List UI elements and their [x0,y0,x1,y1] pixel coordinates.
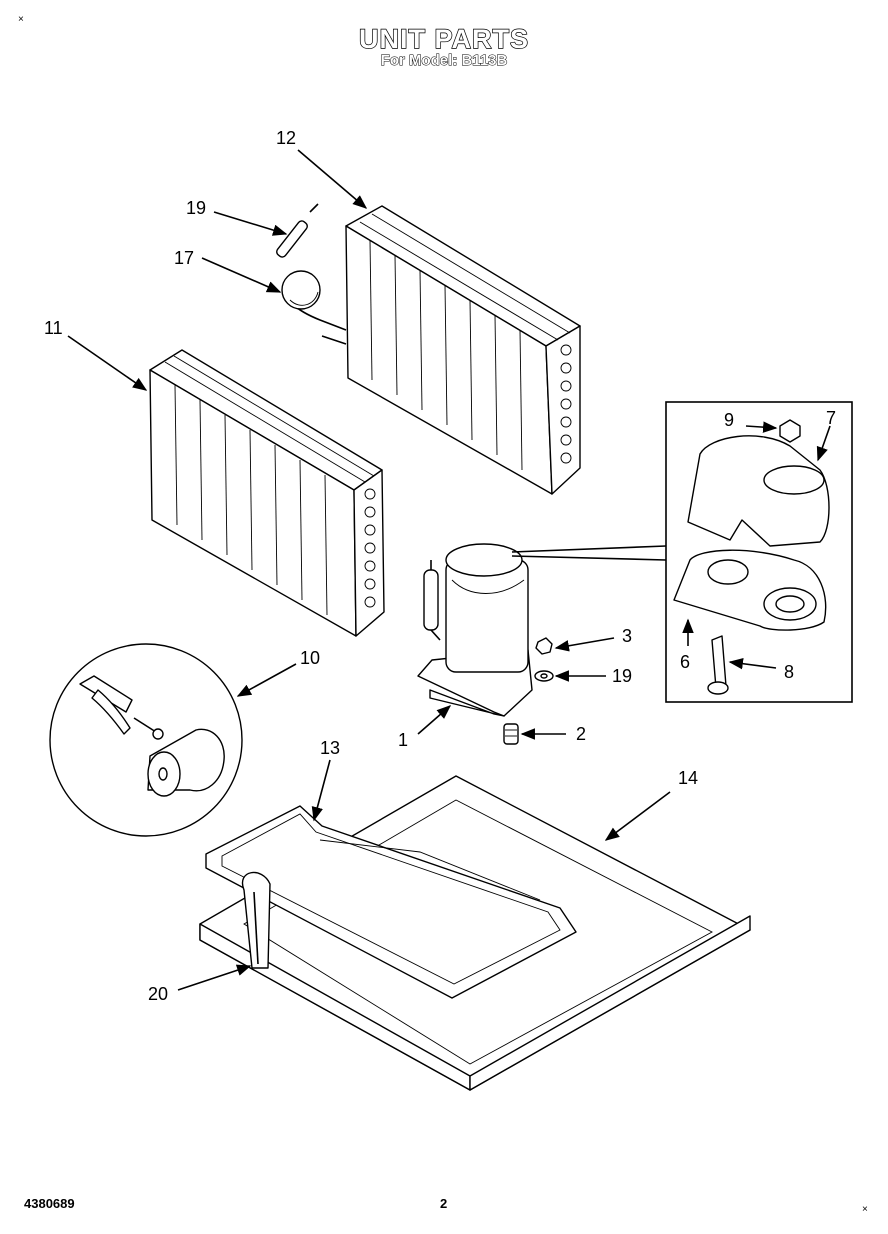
callout-10: 10 [300,648,320,668]
corner-mark-top-left: × [18,14,24,25]
compressor-part [417,543,533,717]
document-number: 4380689 [24,1196,75,1211]
callout-13: 13 [320,738,340,758]
overload-detail-circle [49,643,243,837]
callout-14: 14 [678,768,698,788]
callout-11: 11 [44,318,63,338]
muffler-part [281,270,321,310]
page-number: 2 [440,1196,448,1211]
filter-drier-part [276,203,319,258]
page-subtitle: For Model: B113B [380,52,508,70]
washer-part [534,670,554,682]
callout-20: 20 [148,984,168,1004]
lower-coil-part [149,349,385,637]
callout-6: 6 [680,652,690,672]
callout-8: 8 [784,662,794,682]
terminal-cover-inset [511,401,853,703]
leader-lines [67,149,831,991]
callout-3: 3 [622,626,632,646]
callout-labels: 12 19 17 11 10 1 2 3 19 9 7 6 8 13 14 20 [44,128,836,1004]
callout-19: 19 [612,666,632,686]
corner-mark-bottom-right: × [862,1204,868,1215]
callout-16: 17 [174,248,194,268]
upper-coil-part [284,205,581,495]
callout-1: 1 [398,730,408,750]
page-title: UNIT PARTS [358,23,529,54]
callout-2: 2 [576,724,586,744]
callout-9: 9 [724,410,734,430]
nut-part [535,637,553,655]
grommet-part [503,723,519,745]
callout-17: 19 [186,198,206,218]
callout-7: 7 [826,408,836,428]
callout-12: 12 [276,128,296,148]
hose-clip-part [241,871,271,969]
